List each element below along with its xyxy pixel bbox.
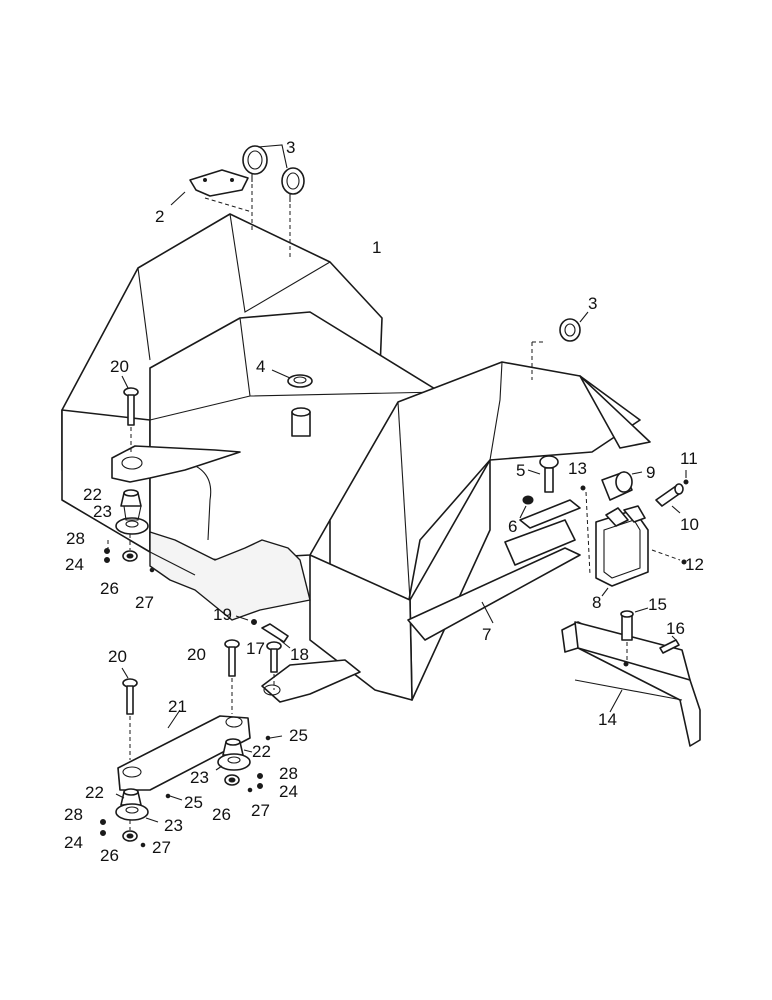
part-26-nut-lower-right [224,774,240,786]
callout-6: 6 [508,517,517,536]
callout-26-right: 26 [212,805,231,824]
part-9-bush [601,471,643,501]
callout-26-lower: 26 [100,846,119,865]
callout-18: 18 [290,645,309,664]
callout-14: 14 [598,710,617,729]
part-19-screw [235,615,257,625]
part-10-pin [655,483,684,514]
callout-25-upper: 25 [289,726,308,745]
mount-lower-left [115,788,159,823]
callout-5: 5 [516,461,525,480]
part-2-plate [170,169,253,213]
part-1-counterweight-body [61,213,651,701]
part-5-ring-pin [527,455,559,493]
callout-21: 21 [168,697,187,716]
small-fasteners [100,540,283,848]
part-13-small-pin [580,485,591,576]
part-6-clip [519,495,534,519]
callout-15: 15 [648,595,667,614]
callout-27-upper: 27 [135,593,154,612]
part-15-pin [620,607,649,660]
part-26-nut-upper [122,534,138,562]
callout-26-upper: 26 [100,579,119,598]
callout-8: 8 [592,593,601,612]
part-7-tow-bar [407,499,581,641]
callout-20-lower: 20 [108,647,127,666]
callout-28-upper: 28 [66,529,85,548]
callout-2: 2 [155,207,164,226]
lower-front-bracket [261,659,361,703]
part-3-lamps-top [242,144,305,258]
callout-17: 17 [246,639,265,658]
part-3-lamp-right [531,311,589,380]
callout-7: 7 [482,625,491,644]
callout-27-lower: 27 [152,838,171,857]
callout-16: 16 [666,619,685,638]
callout-27-right: 27 [251,801,270,820]
callout-20-middle: 20 [187,645,206,664]
part-17-bolt [266,641,282,690]
part-8-hitch-bracket [595,505,649,597]
callout-3-right: 3 [588,294,597,313]
part-14-support [561,621,701,747]
callout-4: 4 [256,357,265,376]
callout-labels: 1 2 3 3 4 5 6 7 8 9 10 11 12 13 14 15 16… [64,138,704,865]
callout-23-right: 23 [190,768,209,787]
callout-24-upper: 24 [65,555,84,574]
part-21-link-bar [117,709,251,791]
mount-lower-right [215,738,253,771]
callout-12: 12 [685,555,704,574]
callout-22-lower: 22 [85,783,104,802]
callout-24-lower: 24 [64,833,83,852]
callout-9: 9 [646,463,655,482]
mount-upper-left [115,489,149,535]
callout-28-lower: 28 [64,805,83,824]
part-16-bolt [659,635,680,654]
pivot-bracket-left [111,445,241,483]
part-18-strap [261,623,291,649]
callout-19: 19 [213,605,232,624]
part-12-screw [651,549,687,565]
callout-24-right: 24 [279,782,298,801]
part-20-bolt-lower [121,667,138,760]
callout-22-right: 22 [252,742,271,761]
part-26-nut-lower-left [122,820,138,842]
callout-25-lower: 25 [184,793,203,812]
callout-20-upper: 20 [110,357,129,376]
callout-11: 11 [680,449,698,468]
callout-28-right: 28 [279,764,298,783]
callout-13: 13 [568,459,587,478]
callout-10: 10 [680,515,699,534]
callout-23-lower: 23 [164,816,183,835]
part-20-bolt-middle [224,639,240,714]
callout-1: 1 [372,238,381,257]
callout-22-upper: 22 [83,485,102,504]
part-11-clip [683,470,689,485]
part-4-grommet [271,369,313,437]
part-20-bolt-upper [121,375,139,455]
callout-3-top: 3 [286,138,295,157]
callout-23-upper: 23 [93,502,112,521]
